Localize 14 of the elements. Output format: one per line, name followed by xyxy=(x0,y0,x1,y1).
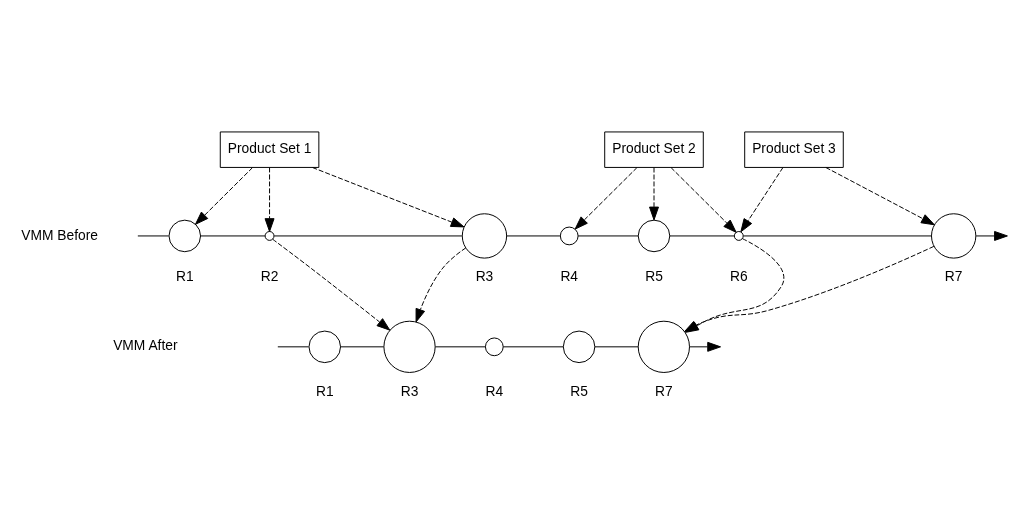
node-label: R1 xyxy=(175,268,194,284)
node-label: R7 xyxy=(655,383,673,399)
label: VMM Before xyxy=(21,227,98,243)
node-label: R4 xyxy=(485,383,504,399)
node-label: R3 xyxy=(475,268,494,284)
node-label: R7 xyxy=(944,268,963,284)
node-label: R4 xyxy=(560,268,579,284)
node-label: R2 xyxy=(260,268,279,284)
node-label: R6 xyxy=(729,268,748,284)
node-label: R1 xyxy=(315,383,334,399)
node-label: R5 xyxy=(645,268,663,284)
node-label: R5 xyxy=(570,383,588,399)
label: VMM After xyxy=(113,337,178,353)
node-label: R3 xyxy=(400,383,419,399)
